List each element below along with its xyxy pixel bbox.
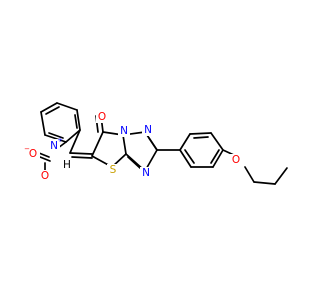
aromatic-double-bond — [45, 106, 60, 115]
nitro-oxygen-left-label: O — [29, 148, 37, 160]
nitrophenyl-ring — [40, 102, 81, 143]
label-background — [62, 160, 72, 170]
molecule-canvas: O N + O − O N N N S O H — [24, 102, 288, 185]
thiazole-sulfur-label: S — [110, 164, 117, 176]
bond — [39, 156, 51, 162]
bond — [212, 149, 224, 168]
triazole-ring — [122, 131, 158, 172]
bond — [69, 152, 93, 155]
aromatic-double-bond — [210, 149, 220, 164]
label-background — [96, 111, 108, 123]
propoxyphenyl-group — [156, 132, 288, 185]
label-background — [118, 125, 130, 137]
bond — [40, 102, 58, 113]
aromatic-double-bond — [184, 149, 195, 164]
nitro-oxygen-left-charge: − — [24, 145, 30, 153]
bond — [122, 134, 127, 155]
triazole-n4-label: N — [142, 167, 150, 179]
aromatic-double-bond — [193, 136, 209, 139]
bond — [210, 132, 224, 151]
molecule-structure: O N + O − O N N N S O H — [24, 102, 288, 185]
label-background — [48, 139, 60, 152]
bond — [179, 133, 191, 151]
label-background — [39, 170, 51, 182]
bond — [179, 149, 192, 168]
vinyl-hydrogen-label: H — [63, 159, 71, 171]
bond — [274, 167, 288, 185]
carbonyl-oxygen-label: O — [98, 111, 106, 123]
bond — [40, 111, 46, 136]
exocyclic-vinyl-bridge — [69, 129, 93, 159]
atom-labels: O N + O − O N N N S O H — [24, 111, 240, 182]
double-bond — [71, 156, 93, 159]
nitro-nitrogen-charge: + — [57, 136, 63, 144]
atom-label-backgrounds — [27, 111, 242, 182]
thiazolone-ring — [91, 115, 127, 168]
ether-oxygen-label: O — [232, 154, 240, 166]
double-bond — [127, 156, 141, 169]
bond — [44, 134, 67, 143]
nitro-nitrogen-label: N — [50, 140, 58, 152]
label-background — [140, 167, 152, 179]
bond — [244, 166, 255, 183]
aromatic-double-bond — [48, 132, 64, 139]
bond — [76, 109, 81, 131]
label-background — [230, 154, 242, 166]
bond — [91, 131, 104, 157]
bond — [69, 129, 81, 154]
double-bond — [148, 137, 158, 151]
bond — [189, 132, 212, 135]
bond — [38, 152, 50, 158]
triazole-n1-label: N — [120, 125, 128, 137]
bond — [56, 102, 78, 111]
triazole-n2-label: N — [144, 124, 152, 136]
nitro-oxygen-bottom-label: O — [41, 170, 49, 182]
aromatic-double-bond — [74, 114, 78, 129]
label-background — [142, 124, 154, 136]
label-background — [107, 164, 119, 176]
label-background — [27, 148, 40, 160]
bond — [253, 181, 276, 185]
bond — [65, 129, 81, 143]
